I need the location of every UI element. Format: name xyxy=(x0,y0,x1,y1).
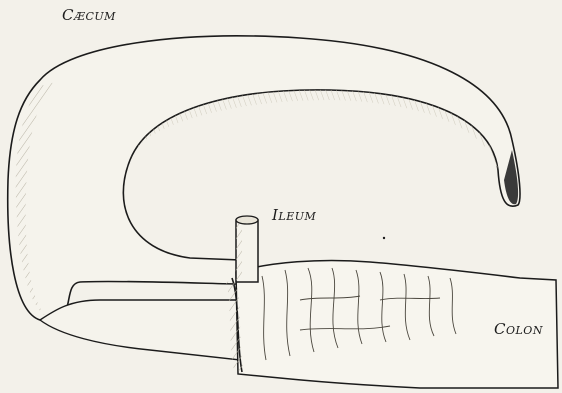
ileum-label: Ileum xyxy=(272,206,316,224)
ileum-stump xyxy=(236,216,258,282)
caecum-base xyxy=(40,300,240,360)
colon-label: Colon xyxy=(494,320,543,338)
caecum-label: Cæcum xyxy=(62,6,116,24)
speck xyxy=(383,237,385,239)
